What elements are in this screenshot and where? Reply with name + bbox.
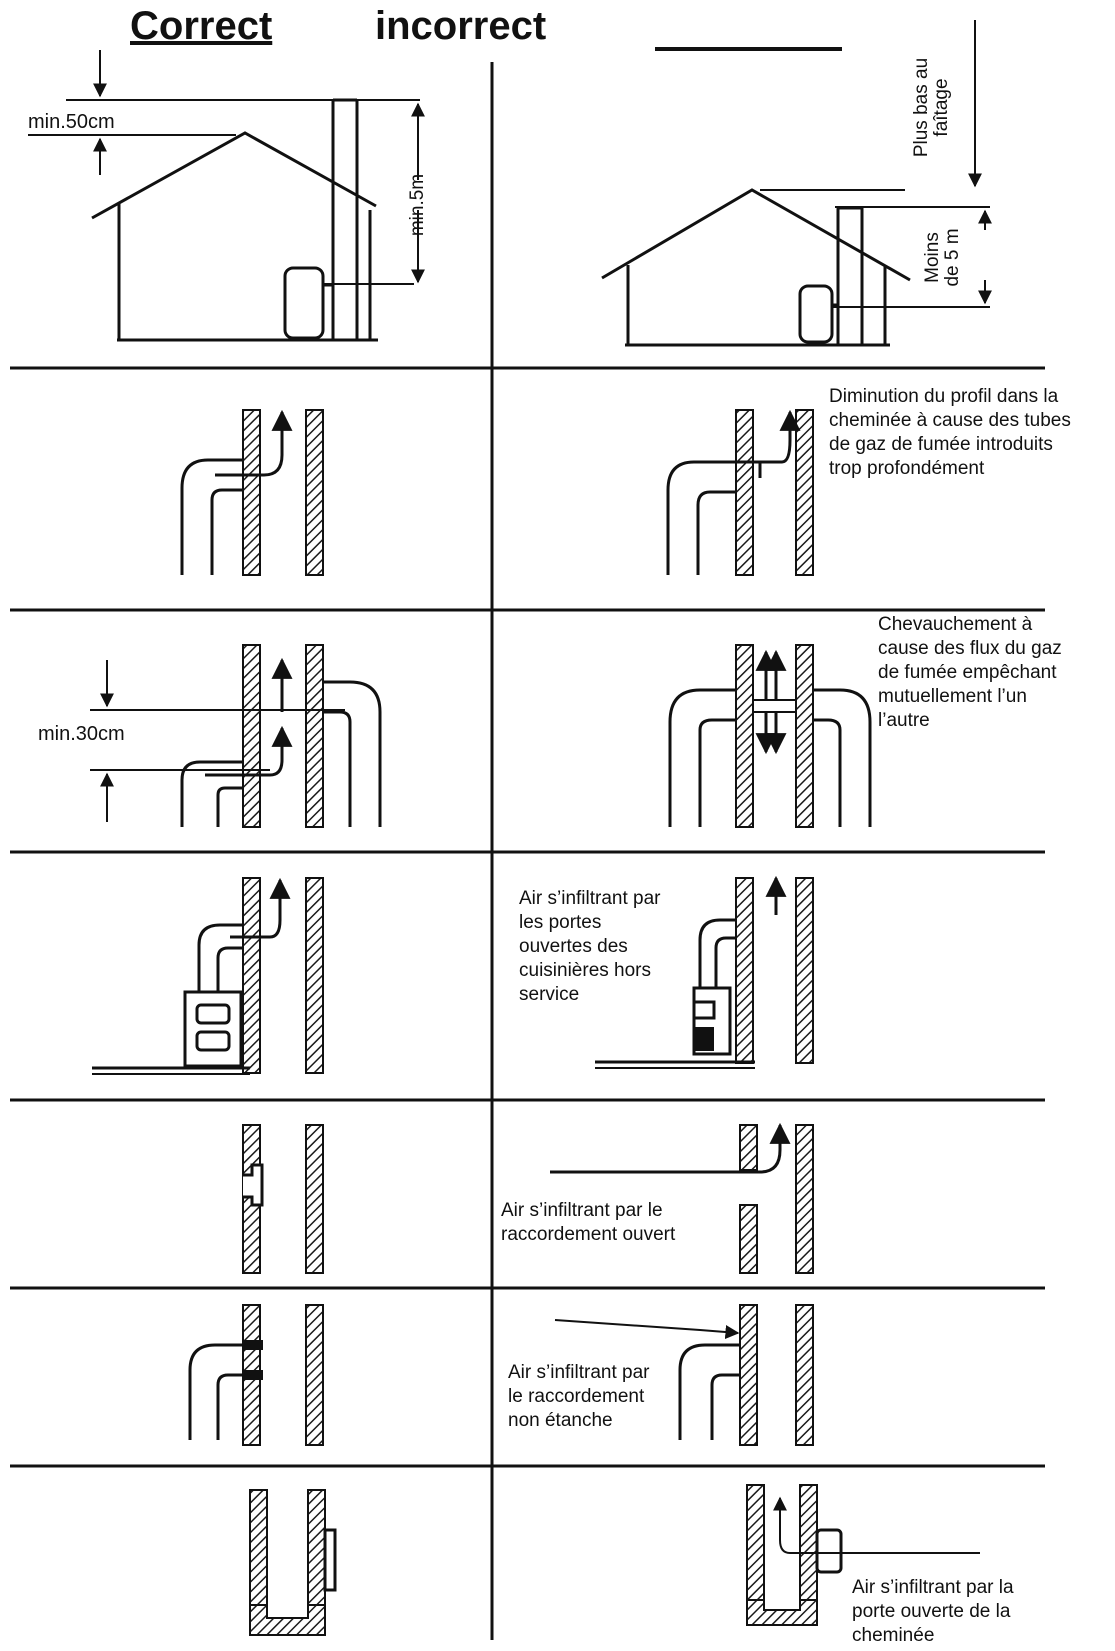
row4-incorrect [595,875,814,1069]
label-min50cm: min.50cm [28,111,115,133]
label-air-raccord-non-etanche: Air s’infiltrant par le raccordement non… [508,1362,650,1431]
row2-correct [180,409,324,576]
label-min30cm: min.30cm [38,723,125,745]
label-plus-bas: Plus bas au faîtage [911,57,952,158]
row3-incorrect [668,644,872,828]
row5-correct [242,1124,324,1274]
row2-incorrect [666,409,814,576]
label-moins-5m: Moins de 5 m [922,228,963,287]
label-chevauchement: Chevauchement à cause des flux du gaz de… [878,614,1062,731]
label-min5m: min.5m [407,173,428,237]
header-incorrect: incorrect [375,4,547,48]
grid-lines [10,47,1045,1640]
row6-incorrect [554,1304,814,1446]
row5-incorrect [550,1122,814,1274]
label-air-porte-cheminee: Air s’infiltrant par la porte ouverte de… [852,1577,1014,1646]
row7-correct [249,1489,337,1636]
row7-incorrect [746,1484,980,1626]
label-diminution: Diminution du profil dans la cheminée à … [829,386,1071,479]
house-correct [28,50,425,342]
row3-correct [90,644,382,828]
label-air-raccord-ouvert: Air s’infiltrant par le raccordement ouv… [501,1200,676,1245]
label-air-portes: Air s’infiltrant par les portes ouvertes… [519,888,661,1005]
row4-correct [92,877,324,1075]
house-incorrect [601,20,992,347]
header-correct: Correct [130,4,273,48]
row6-correct [188,1304,324,1446]
